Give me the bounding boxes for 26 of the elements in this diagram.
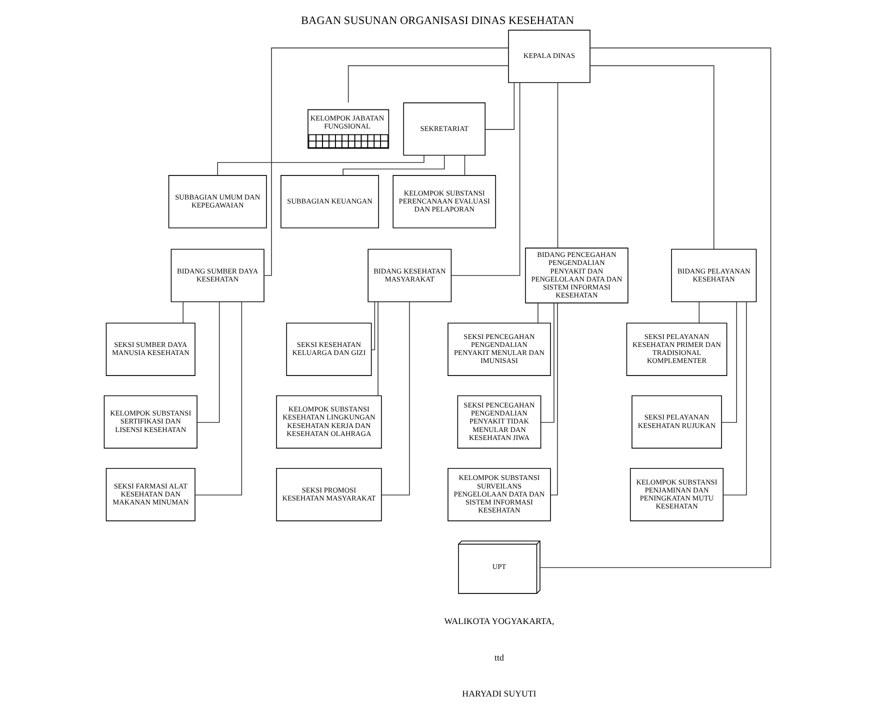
connector	[196, 301, 220, 423]
connector	[720, 301, 737, 423]
connector	[347, 65, 508, 103]
label: WALIKOTA YOGYAKARTA,	[444, 616, 554, 626]
connector	[698, 301, 700, 324]
connector	[484, 82, 514, 130]
connector	[216, 155, 424, 176]
connector	[182, 301, 184, 324]
connector	[540, 302, 554, 423]
connector	[263, 48, 508, 276]
connector	[370, 301, 375, 350]
connector	[556, 82, 558, 248]
connector	[589, 65, 714, 250]
connector	[380, 301, 410, 496]
connector	[537, 302, 538, 324]
label: HARYADI SUYUTI	[462, 688, 536, 699]
connector	[550, 302, 558, 496]
label: ttd	[494, 652, 504, 662]
connector	[377, 302, 378, 396]
connector	[450, 82, 520, 276]
diagram-title: BAGAN SUSUNAN ORGANISASI DINAS KESEHATAN	[300, 14, 574, 27]
connector	[342, 155, 444, 176]
connector	[722, 301, 746, 496]
connector	[539, 48, 771, 568]
connector	[194, 301, 242, 496]
connector	[464, 155, 465, 176]
